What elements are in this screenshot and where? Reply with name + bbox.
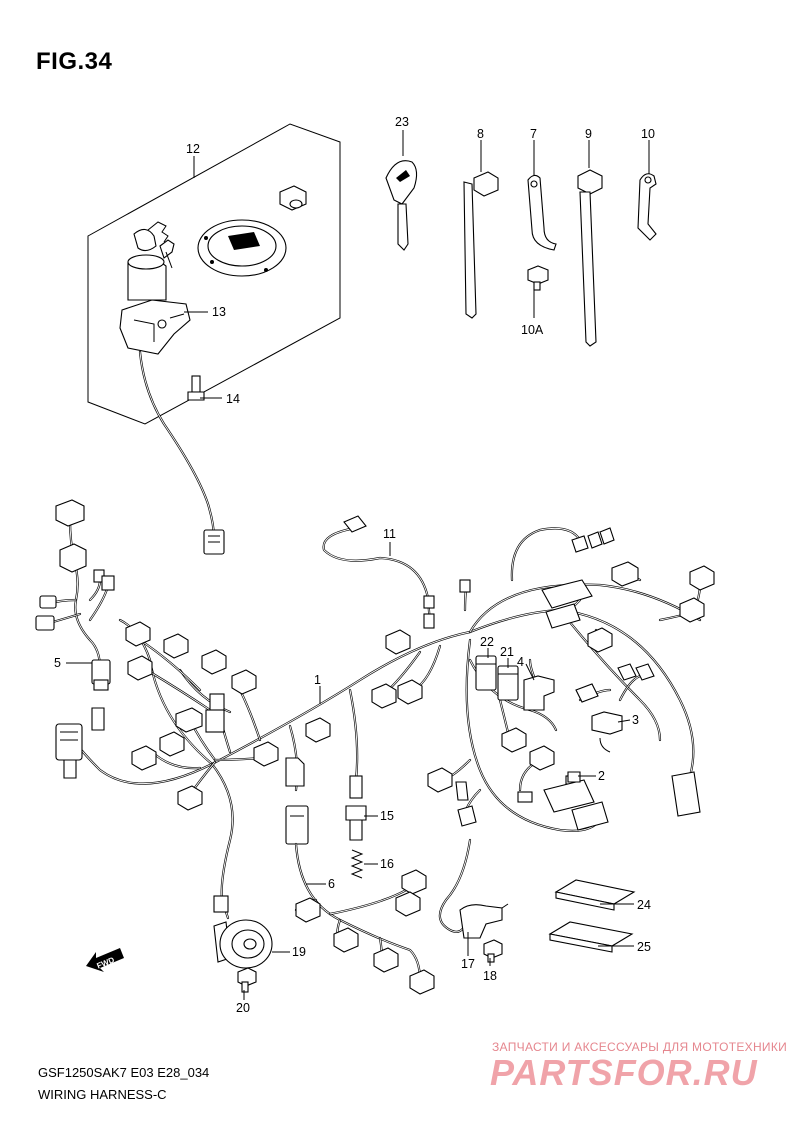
callout-7: 7 bbox=[530, 127, 537, 141]
spring-16-part bbox=[350, 849, 364, 879]
callout-15: 15 bbox=[380, 809, 394, 823]
wiring-harness-5 bbox=[35, 499, 115, 691]
callout-19: 19 bbox=[292, 945, 306, 959]
callout-3: 3 bbox=[632, 713, 639, 727]
callout-12: 12 bbox=[186, 142, 200, 156]
callout-25: 25 bbox=[637, 940, 651, 954]
ignition-lead-wire bbox=[138, 350, 216, 540]
callout-21: 21 bbox=[500, 645, 514, 659]
callout-10: 10 bbox=[641, 127, 655, 141]
left-multi-connector bbox=[55, 707, 105, 779]
clip-10-part bbox=[637, 173, 657, 241]
callout-1: 1 bbox=[314, 673, 321, 687]
callout-14: 14 bbox=[226, 392, 240, 406]
section-name: WIRING HARNESS-C bbox=[38, 1087, 167, 1102]
cushion-24-part bbox=[554, 879, 636, 911]
sub-harness-6 bbox=[285, 805, 435, 995]
bracket-3-part bbox=[591, 711, 623, 753]
callout-11: 11 bbox=[383, 527, 396, 541]
relay-22-part bbox=[475, 655, 497, 691]
relay-21-part bbox=[497, 665, 519, 701]
clip-2-part bbox=[567, 771, 581, 783]
lock-cylinder-part bbox=[279, 185, 307, 211]
key-blank-23-part bbox=[385, 160, 418, 251]
harness-connectors bbox=[125, 527, 715, 831]
callout-6: 6 bbox=[328, 877, 335, 891]
callout-24: 24 bbox=[637, 898, 651, 912]
model-code: GSF1250SAK7 E03 E28_034 bbox=[38, 1065, 210, 1080]
bolt-18-part bbox=[483, 939, 503, 963]
callout-2: 2 bbox=[598, 769, 605, 783]
callout-23: 23 bbox=[395, 115, 409, 129]
fuel-cap-lock-part bbox=[197, 219, 287, 277]
callout-5: 5 bbox=[54, 656, 61, 670]
ignition-lead-connector bbox=[203, 529, 225, 555]
switch-17-part bbox=[438, 805, 509, 939]
sensor-lead-11 bbox=[322, 515, 435, 629]
callout-9: 9 bbox=[585, 127, 592, 141]
bolt-20-part bbox=[237, 967, 257, 993]
fwd-arrow-icon: FWD bbox=[86, 948, 124, 972]
ignition-switch-part bbox=[119, 254, 191, 355]
band-clamp-8-part bbox=[463, 171, 499, 319]
clamp-7-part bbox=[527, 174, 557, 251]
bolt-10a-part bbox=[527, 265, 549, 291]
watermark-logo: PARTSFOR.RU bbox=[490, 1052, 758, 1093]
switch-15-part bbox=[345, 775, 367, 841]
ignition-key-part bbox=[133, 221, 175, 269]
leader-lines bbox=[66, 130, 650, 1000]
watermark-subtitle: ЗАПЧАСТИ И АКСЕССУАРЫ ДЛЯ МОТОТЕХНИКИ bbox=[492, 1040, 788, 1054]
bracket-4-part bbox=[523, 675, 555, 711]
callout-17: 17 bbox=[461, 957, 475, 971]
callout-13: 13 bbox=[212, 305, 226, 319]
callout-4: 4 bbox=[517, 655, 524, 669]
cushion-25-part bbox=[548, 921, 634, 953]
bolt-14-part bbox=[187, 375, 205, 401]
callout-18: 18 bbox=[483, 969, 497, 983]
callout-16: 16 bbox=[380, 857, 394, 871]
figure-title: FIG.34 bbox=[36, 48, 113, 75]
ignition-set-box bbox=[87, 123, 341, 425]
callout-20: 20 bbox=[236, 1001, 250, 1015]
cable-tie-9-part bbox=[577, 169, 603, 347]
callout-8: 8 bbox=[477, 127, 484, 141]
horn-19-part bbox=[213, 895, 273, 969]
callout-10a: 10A bbox=[521, 323, 544, 337]
callout-22: 22 bbox=[480, 635, 494, 649]
callout-labels: 12 13 14 23 8 7 9 10 10A 11 5 1 22 21 4 … bbox=[54, 115, 655, 1015]
